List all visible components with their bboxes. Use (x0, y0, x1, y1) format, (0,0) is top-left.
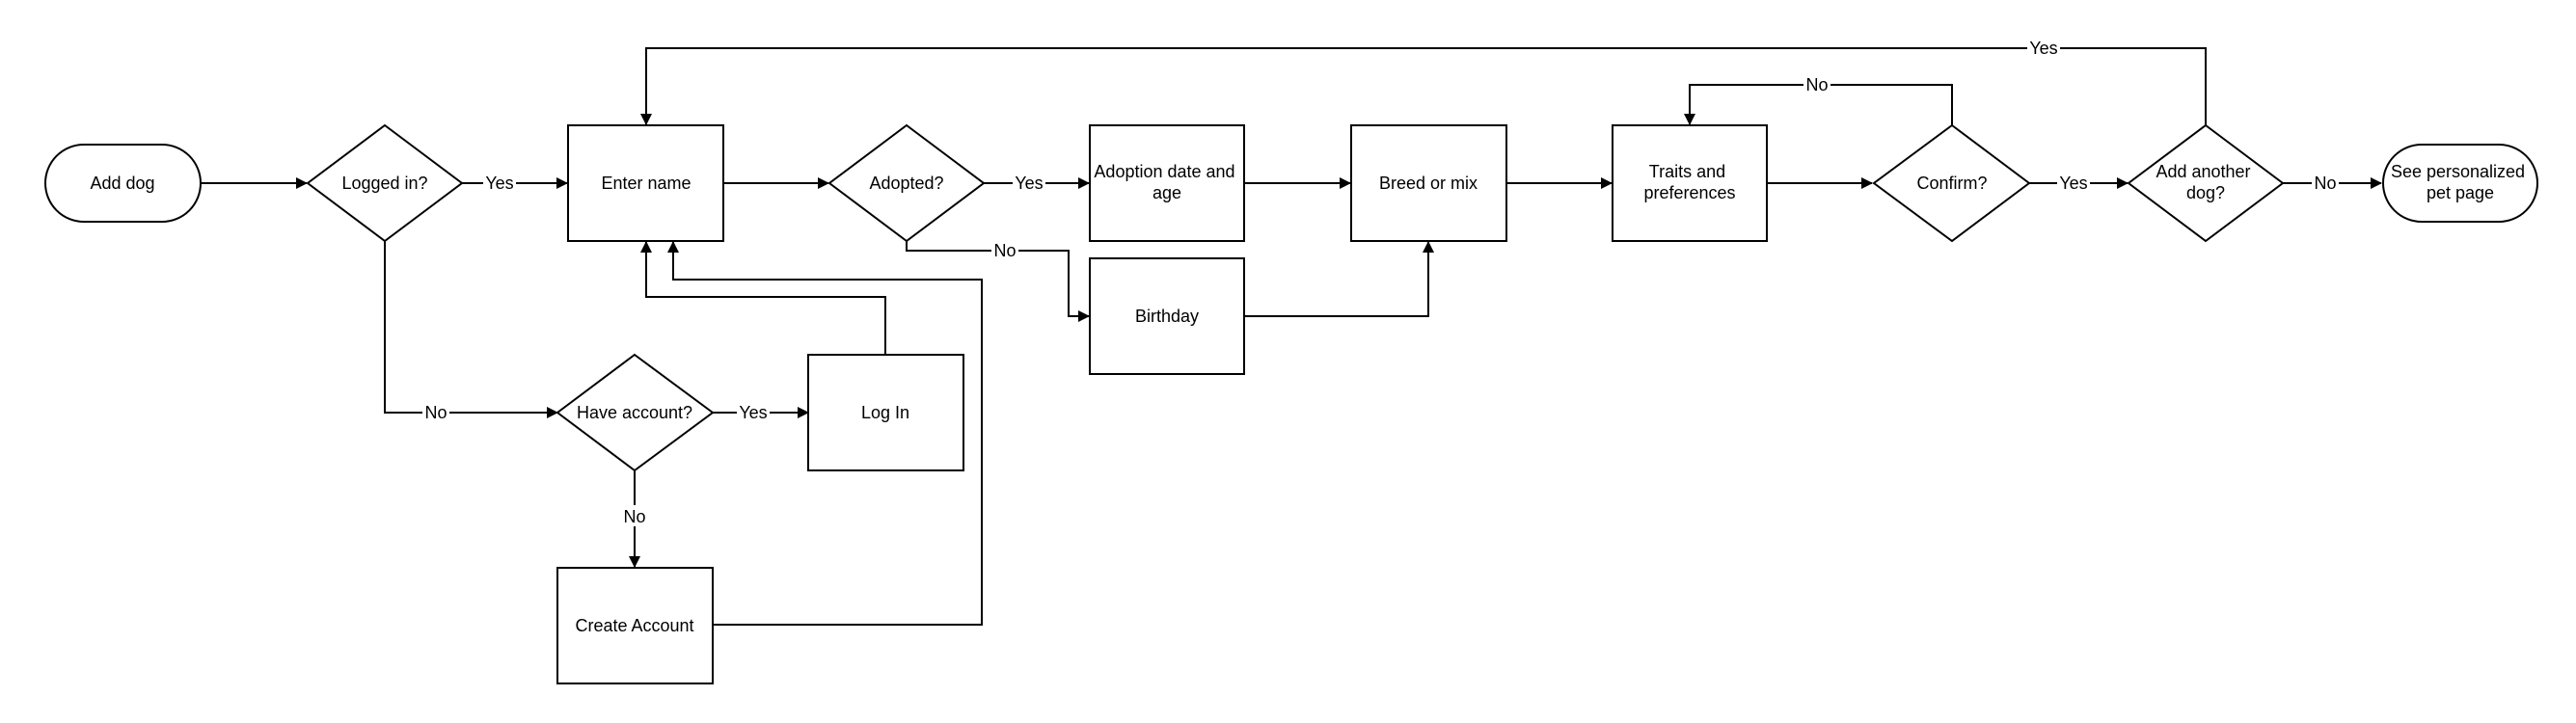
edge-label-confirm-yes: Yes (2059, 174, 2087, 193)
node-have-account-label: Have account? (577, 403, 692, 422)
node-traits-line-1: Traits and (1649, 162, 1725, 181)
node-adopted-label: Adopted? (869, 174, 943, 193)
edge-label-logged-in-no: No (424, 403, 447, 422)
node-add-dog[interactable]: Add dog (44, 144, 202, 223)
node-create-account[interactable]: Create Account (556, 567, 714, 684)
edge-adopted-no-to-birthday (906, 241, 1090, 322)
edge-label-add-another-yes: Yes (2029, 39, 2057, 58)
edge-label-have-account-yes: Yes (739, 403, 767, 422)
edges (201, 47, 2382, 626)
node-add-another-line-1: Add another (2156, 162, 2250, 181)
edge-add-another-yes-to-enter-name (640, 47, 2207, 125)
node-traits[interactable]: Traits and preferences (1612, 124, 1768, 242)
node-see-page-line-1: See personalized (2391, 162, 2525, 181)
node-logged-in-label: Logged in? (341, 174, 427, 193)
edge-label-adopted-no: No (993, 241, 1016, 260)
node-adoption-date-line-1: Adoption date and (1094, 162, 1234, 181)
node-breed-label: Breed or mix (1379, 174, 1478, 193)
node-traits-line-2: preferences (1643, 183, 1735, 202)
node-confirm[interactable]: Confirm? (1872, 123, 2031, 243)
node-adopted[interactable]: Adopted? (827, 123, 986, 243)
node-breed[interactable]: Breed or mix (1350, 124, 1507, 242)
edge-create-account-to-enter-name (667, 241, 983, 626)
node-see-page-label: See personalized pet page (2391, 162, 2530, 202)
node-add-another-label: Add another dog? (2156, 162, 2255, 202)
node-add-another-line-2: dog? (2186, 183, 2225, 202)
edge-label-adopted-yes: Yes (1015, 174, 1043, 193)
node-create-account-label: Create Account (575, 616, 693, 635)
node-enter-name[interactable]: Enter name (567, 124, 724, 242)
node-log-in[interactable]: Log In (807, 354, 964, 471)
node-enter-name-label: Enter name (601, 174, 691, 193)
edge-label-add-another-no: No (2314, 174, 2336, 193)
node-adoption-date[interactable]: Adoption date and age (1089, 124, 1245, 242)
node-see-page[interactable]: See personalized pet page (2382, 144, 2538, 223)
node-birthday[interactable]: Birthday (1089, 257, 1245, 375)
node-birthday-label: Birthday (1135, 307, 1199, 326)
node-traits-label: Traits and preferences (1643, 162, 1735, 202)
edge-labels: Yes No Yes No Yes No No Yes Yes No (422, 37, 2339, 526)
edge-label-confirm-no: No (1805, 75, 1828, 94)
node-logged-in[interactable]: Logged in? (306, 123, 464, 243)
edge-label-have-account-no: No (623, 507, 645, 526)
node-log-in-label: Log In (861, 403, 909, 422)
edge-logged-in-no-to-have-account (384, 241, 558, 418)
edge-birthday-to-breed (1244, 241, 1434, 317)
node-add-dog-label: Add dog (90, 174, 154, 193)
node-add-another[interactable]: Add another dog? (2127, 123, 2285, 243)
node-adoption-date-label: Adoption date and age (1094, 162, 1239, 202)
node-confirm-label: Confirm? (1916, 174, 1987, 193)
edge-label-logged-in-yes: Yes (485, 174, 513, 193)
node-have-account[interactable]: Have account? (556, 353, 715, 472)
node-adoption-date-line-2: age (1152, 183, 1181, 202)
edge-log-in-to-enter-name (640, 241, 886, 354)
nodes: Add dog Logged in? Enter name Adopted? A… (44, 123, 2538, 684)
node-see-page-line-2: pet page (2427, 183, 2494, 202)
